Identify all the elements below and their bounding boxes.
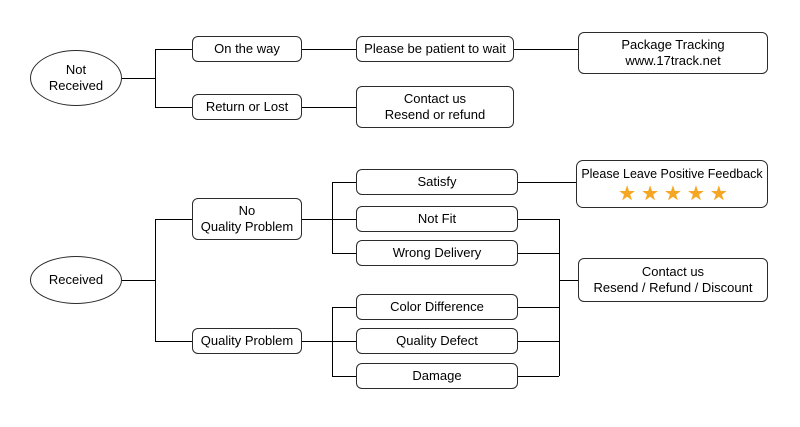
connector-satisfy-feedback (518, 182, 576, 183)
star-icon: ★ (641, 183, 660, 205)
connector-fan-not-fit (332, 219, 356, 220)
node-no-quality-problem: No Quality Problem (192, 198, 302, 240)
connector-on-the-way-wait (302, 49, 356, 50)
star-rating: ★ ★ ★ ★ ★ (577, 184, 769, 204)
node-positive-feedback-label: Please Leave Positive Feedback (581, 167, 763, 181)
connector-fan-color-difference (332, 307, 356, 308)
node-return-or-lost: Return or Lost (192, 94, 302, 120)
node-not-fit: Not Fit (356, 206, 518, 232)
node-not-received-label: Not Received (48, 61, 104, 93)
node-please-be-patient: Please be patient to wait (356, 36, 514, 62)
node-positive-feedback: Please Leave Positive Feedback ★ ★ ★ ★ ★ (576, 160, 768, 208)
connector-trunk-on-the-way (155, 49, 192, 50)
connector-wrong-delivery-bus (518, 253, 559, 254)
star-icon: ★ (709, 183, 728, 205)
node-quality-defect: Quality Defect (356, 328, 518, 354)
node-on-the-way: On the way (192, 36, 302, 62)
node-color-difference-label: Color Difference (390, 298, 484, 314)
node-satisfy: Satisfy (356, 169, 518, 195)
node-quality-problem-label: Quality Problem (200, 332, 294, 348)
node-contact-us-resend-refund: Contact us Resend or refund (356, 86, 514, 128)
node-return-or-lost-label: Return or Lost (205, 98, 289, 114)
node-not-fit-label: Not Fit (417, 210, 457, 226)
node-color-difference: Color Difference (356, 294, 518, 320)
node-contact-us-resend-refund-label: Contact us Resend or refund (384, 90, 486, 122)
node-contact-us-resend-refund-discount-label: Contact us Resend / Refund / Discount (593, 263, 753, 295)
connector-trunk-received (155, 219, 156, 342)
node-wrong-delivery: Wrong Delivery (356, 240, 518, 266)
node-contact-us-resend-refund-discount: Contact us Resend / Refund / Discount (578, 258, 768, 302)
connector-bus-vertical (559, 219, 560, 376)
node-damage-label: Damage (412, 367, 462, 383)
star-icon: ★ (664, 183, 682, 205)
node-damage: Damage (356, 363, 518, 389)
connector-trunk-no-quality (155, 219, 192, 220)
connector-damage-bus (518, 376, 559, 377)
connector-no-quality-fan (302, 219, 332, 220)
connector-received-trunk (122, 280, 155, 281)
node-package-tracking: Package Tracking www.17track.net (578, 32, 768, 74)
connector-no-quality-fan-vertical (332, 182, 333, 253)
star-icon: ★ (618, 183, 637, 205)
node-quality-problem: Quality Problem (192, 328, 302, 354)
node-package-tracking-label: Package Tracking www.17track.net (621, 36, 725, 68)
connector-fan-damage (332, 376, 356, 377)
connector-trunk-quality-problem (155, 341, 192, 342)
connector-quality-problem-fan (302, 341, 332, 342)
node-on-the-way-label: On the way (214, 40, 280, 56)
node-received: Received (30, 256, 122, 304)
connector-trunk-not-received (155, 49, 156, 108)
node-quality-defect-label: Quality Defect (396, 332, 478, 348)
connector-not-fit-bus (518, 219, 559, 220)
connector-wait-tracking (514, 49, 578, 50)
node-wrong-delivery-label: Wrong Delivery (392, 244, 482, 260)
node-please-be-patient-label: Please be patient to wait (364, 40, 506, 56)
connector-bus-contact-us (559, 280, 578, 281)
node-satisfy-label: Satisfy (417, 173, 457, 189)
star-icon: ★ (686, 183, 705, 205)
node-not-received: Not Received (30, 50, 122, 106)
connector-return-contact (302, 107, 356, 108)
connector-fan-wrong-delivery (332, 253, 356, 254)
connector-fan-satisfy (332, 182, 356, 183)
connector-trunk-return-or-lost (155, 107, 192, 108)
connector-quality-defect-bus (518, 341, 559, 342)
connector-not-received-trunk (122, 78, 155, 79)
connector-color-difference-bus (518, 307, 559, 308)
node-received-label: Received (48, 271, 104, 287)
connector-fan-quality-defect (332, 341, 356, 342)
node-no-quality-problem-label: No Quality Problem (200, 202, 294, 234)
